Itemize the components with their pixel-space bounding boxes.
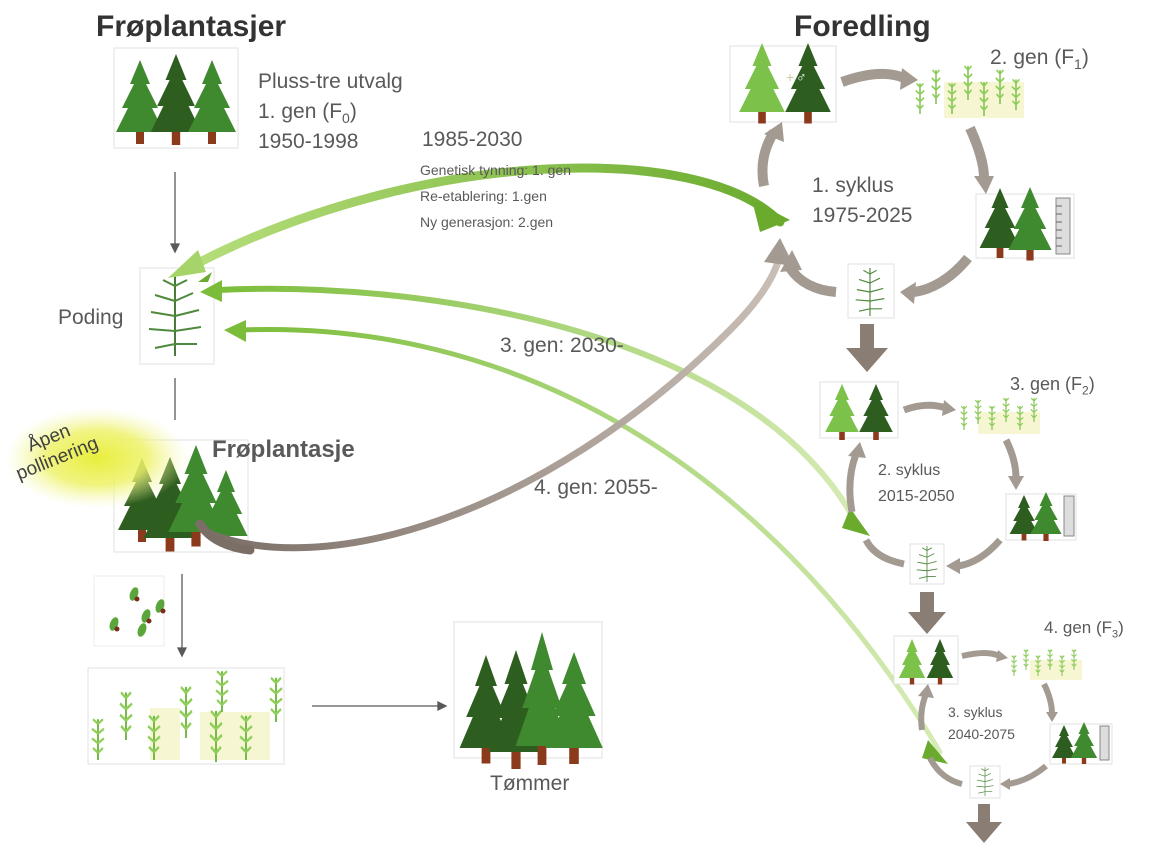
plus-tree-image — [113, 47, 239, 149]
green-arrow-gen2 — [168, 163, 790, 278]
green-arrow-gen3 — [200, 280, 870, 536]
cycle2-years-label: 2015-2050 — [878, 488, 955, 505]
gen3-arrow-label: 3. gen: 2030- — [500, 334, 624, 357]
cycle-2 — [819, 381, 1077, 634]
period-1985-title: 1985-2030 — [422, 128, 523, 151]
cycle3-generation-label: 4. gen (F3) — [1044, 618, 1124, 641]
cycle1-generation-label: 2. gen (F1) — [990, 46, 1089, 73]
left-title: Frøplantasjer — [96, 10, 287, 43]
open-pollination-glow — [5, 408, 189, 508]
cycle3-years-label: 2040-2075 — [948, 726, 1015, 742]
right-title: Foredling — [794, 10, 931, 43]
period-1985-line-2: Re-etablering: 1.gen — [420, 188, 547, 204]
timber-label: Tømmer — [490, 772, 570, 795]
generation-f0-label: 1. gen (F0) — [258, 100, 357, 127]
plus-tree-selection-label: Pluss-tre utvalg — [258, 70, 403, 93]
cycle2-syklus-label: 2. syklus — [878, 462, 941, 479]
cycle1-years-label: 1975-2025 — [812, 204, 913, 227]
left-flow-arrows — [169, 172, 448, 712]
cycle-1: ♀ ♂ + — [729, 43, 1075, 372]
seed-orchard-label: Frøplantasje — [212, 436, 355, 463]
period-1985-line-1: Genetisk tynning: 1. gen — [420, 162, 571, 178]
plus-tree-years: 1950-1998 — [258, 130, 359, 153]
cycle-3 — [893, 635, 1113, 843]
seeds-image — [93, 575, 166, 647]
svg-text:♀: ♀ — [774, 67, 785, 83]
brown-arrow-orchard-to-cycle — [195, 238, 794, 555]
seedling-field-image — [87, 667, 285, 765]
svg-text:+: + — [786, 69, 794, 85]
period-1985-line-3: Ny generasjon: 2.gen — [420, 214, 554, 230]
gen4-arrow-label: 4. gen: 2055- — [534, 476, 658, 499]
graft-image — [139, 267, 215, 365]
timber-forest-image — [453, 621, 603, 769]
cycle1-syklus-label: 1. syklus — [812, 174, 894, 197]
cycle3-syklus-label: 3. syklus — [948, 704, 1003, 720]
cycle2-generation-label: 3. gen (F2) — [1010, 374, 1095, 398]
grafting-label: Poding — [58, 306, 124, 329]
svg-text:♂: ♂ — [796, 69, 807, 85]
